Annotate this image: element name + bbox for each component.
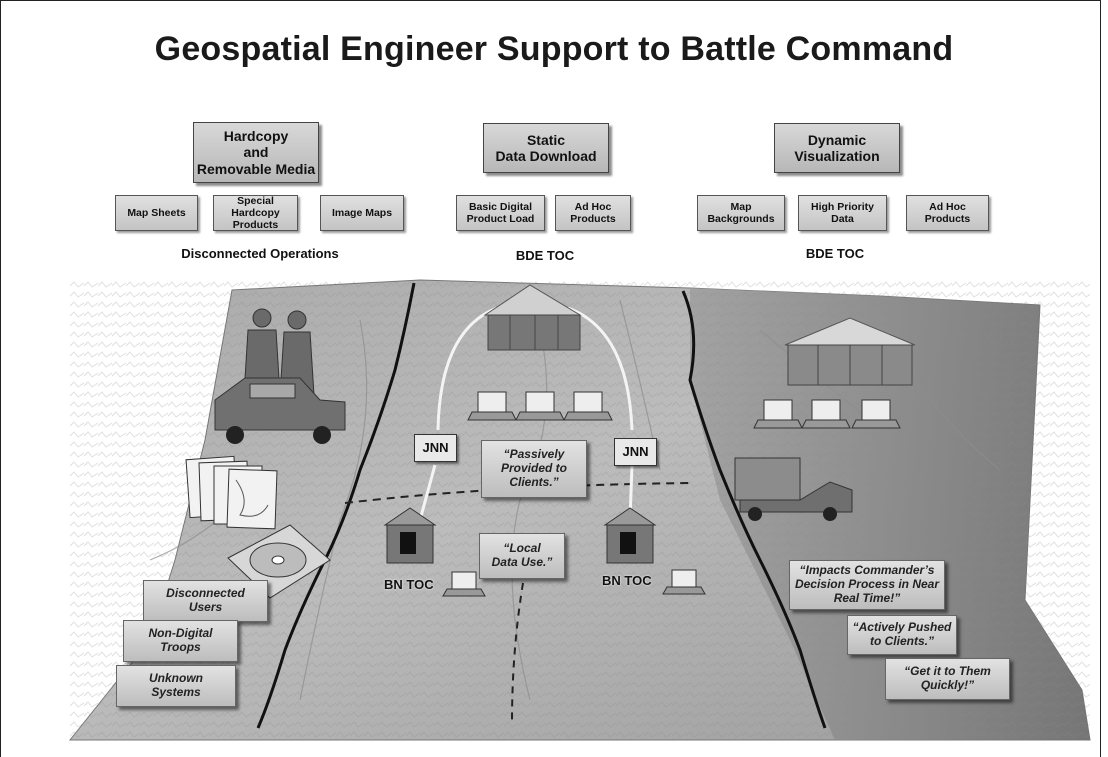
bn-toc-tent-right [603,507,657,564]
callout-impacts-commander: “Impacts Commander’s Decision Process in… [789,560,945,610]
link-arc-right [567,306,634,431]
bn-toc-tent-left [383,507,437,564]
sub-box-map-backgrounds: Map Backgrounds [697,195,785,231]
bn-toc-label-left: BN TOC [384,577,434,592]
laptops-center [467,391,613,421]
dashed-line-vertical [511,582,524,723]
callout-disconnected-users: Disconnected Users [143,580,268,622]
link-down-left [418,464,437,521]
sub-box-special-hardcopy: Special Hardcopy Products [213,195,298,231]
sub-box-high-priority: High Priority Data [798,195,887,231]
callout-local-data-use: “Local Data Use.” [479,533,565,579]
bde-tent-center [483,284,582,351]
dashed-line-horizontal [344,482,691,504]
callout-actively-pushed: “Actively Pushed to Clients.” [847,615,957,655]
group-box-dynamic-visualization: Dynamic Visualization [774,123,900,173]
caption-disconnected-operations: Disconnected Operations [181,246,339,261]
truck-right [734,457,853,521]
group-box-hardcopy: Hardcopy and Removable Media [193,122,319,183]
sub-box-image-maps: Image Maps [320,195,404,231]
callout-get-it-quickly: “Get it to Them Quickly!” [885,658,1010,700]
laptops-right [753,399,901,429]
callout-passively-provided: “Passively Provided to Clients.” [481,440,587,498]
jnn-box-right: JNN [614,438,657,466]
boundary-line-right [681,290,827,729]
sub-box-ad-hoc-static: Ad Hoc Products [555,195,631,231]
bn-toc-label-right: BN TOC [602,573,652,588]
sub-box-basic-digital: Basic Digital Product Load [456,195,545,231]
sub-box-ad-hoc-dynamic: Ad Hoc Products [906,195,989,231]
bde-tent-right [784,317,916,386]
map-sheets-stack [185,455,278,530]
bn-toc-laptops [442,569,706,597]
callout-unknown-systems: Unknown Systems [116,665,236,707]
caption-bde-toc-static: BDE TOC [515,248,575,263]
group-box-static-data: Static Data Download [483,123,609,173]
sub-box-map-sheets: Map Sheets [115,195,198,231]
humvee-left [214,377,346,444]
slide-title: Geospatial Engineer Support to Battle Co… [154,30,954,68]
caption-bde-toc-dynamic: BDE TOC [805,246,865,261]
jnn-box-left: JNN [414,434,457,462]
callout-non-digital-troops: Non-Digital Troops [123,620,238,662]
boundary-line-left [256,282,416,729]
link-arc-left [436,306,498,431]
